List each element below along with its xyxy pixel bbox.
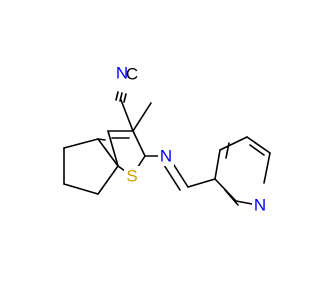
thiophene-sulfur-bg — [124, 166, 140, 186]
nitrile-n-text: N — [116, 64, 128, 83]
pyridine-nitrogen-bg — [252, 195, 269, 215]
nitrile-nitrogen-bg — [113, 63, 131, 83]
nitrile-nitrogen-label: N C — [113, 63, 138, 84]
structure-canvas: N C N S N — [63, 63, 271, 215]
bond-cn-triple-1 — [115, 91, 119, 101]
bond-c5-c1 — [97, 138, 119, 167]
thiophene-sulfur-label: S — [124, 166, 140, 186]
bond-py-inner-3 — [224, 189, 239, 206]
imine-nitrogen-label: N — [158, 146, 174, 166]
bond-c1-c6 — [97, 138, 106, 141]
bond-py-inner-1 — [225, 142, 230, 159]
bond-py-inner-2 — [249, 144, 265, 156]
molecule-structure-diagram: N C N S N — [63, 63, 271, 215]
bond-ch-pyridine — [187, 178, 216, 188]
bond-c3-c4 — [63, 183, 99, 195]
imine-n-text: N — [160, 147, 172, 166]
bond-n-imine-ch-double — [163, 164, 181, 191]
atom-label-layer: N C N S N — [113, 63, 269, 215]
bond-c1-c2 — [63, 138, 99, 149]
thiophene-s-text: S — [126, 167, 137, 186]
nitrile-c-text: C — [126, 65, 138, 84]
bond-c5-c6-single — [107, 130, 119, 167]
bond-py-n-c5 — [235, 200, 253, 205]
bond-c4-c5 — [97, 165, 119, 195]
bond-cn-triple-3 — [123, 93, 127, 103]
bond-py-c1-c2 — [214, 149, 221, 180]
pyridine-n-text: N — [254, 196, 266, 215]
bond-py-c4-n — [263, 152, 271, 184]
bond-nitrile-stem — [120, 99, 134, 132]
bond-py-c3-c4 — [246, 136, 271, 154]
pyridine-nitrogen-label: N — [252, 195, 269, 215]
bond-n-imine-ch — [171, 161, 189, 188]
bond-py-c2-c3 — [219, 136, 248, 151]
imine-nitrogen-bg — [158, 146, 174, 166]
bond-c7-cnc — [132, 102, 152, 132]
bond-c7-c8 — [132, 130, 146, 157]
